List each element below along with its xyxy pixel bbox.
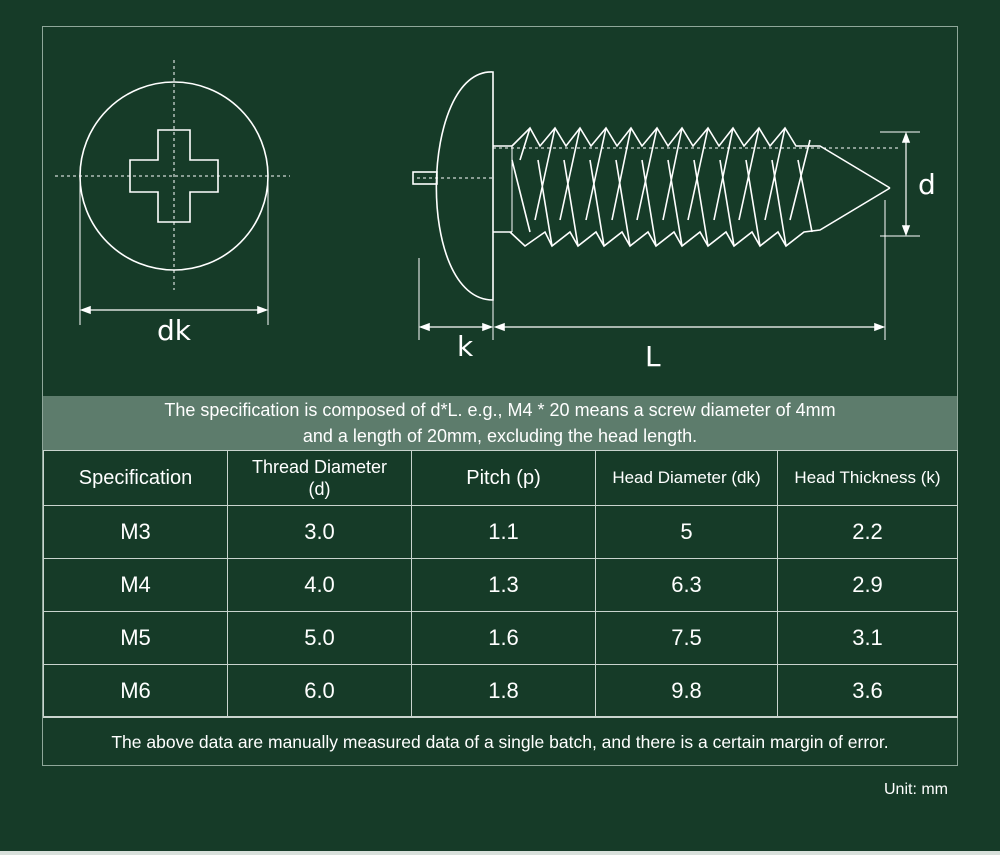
- table-row: M6 6.0 1.8 9.8 3.6: [43, 664, 958, 718]
- cell-head-thickness: 3.1: [777, 611, 958, 665]
- specification-note-line-1: The specification is composed of d*L. e.…: [164, 400, 836, 420]
- diameter-label: d: [918, 168, 936, 201]
- content-frame: [42, 26, 958, 766]
- cell-head-thickness: 3.6: [777, 664, 958, 718]
- cell-thread-diameter: 3.0: [227, 505, 412, 559]
- cell-specification: M4: [43, 558, 228, 612]
- table-row: M3 3.0 1.1 5 2.2: [43, 505, 958, 559]
- screw-spec-table: Specification Thread Diameter(d) Pitch (…: [43, 450, 958, 718]
- cell-specification: M5: [43, 611, 228, 665]
- cell-thread-diameter: 4.0: [227, 558, 412, 612]
- head-thickness-label: k: [457, 330, 474, 363]
- cell-pitch: 1.1: [411, 505, 596, 559]
- specification-note-line-2: and a length of 20mm, excluding the head…: [302, 426, 698, 446]
- cell-thread-diameter: 6.0: [227, 664, 412, 718]
- unit-label: Unit: mm: [884, 781, 948, 798]
- table-row: M4 4.0 1.3 6.3 2.9: [43, 558, 958, 612]
- table-header-row: Specification Thread Diameter(d) Pitch (…: [43, 450, 958, 506]
- cell-pitch: 1.8: [411, 664, 596, 718]
- cell-head-diameter: 9.8: [595, 664, 778, 718]
- specification-note: The specification is composed of d*L. e.…: [43, 396, 957, 450]
- cell-head-thickness: 2.9: [777, 558, 958, 612]
- cell-pitch: 1.6: [411, 611, 596, 665]
- header-pitch: Pitch (p): [411, 450, 596, 506]
- phillips-cross-icon: [129, 129, 219, 223]
- cell-head-thickness: 2.2: [777, 505, 958, 559]
- cell-pitch: 1.3: [411, 558, 596, 612]
- table-row: M5 5.0 1.6 7.5 3.1: [43, 611, 958, 665]
- length-label: L: [645, 340, 661, 373]
- header-head-diameter: Head Diameter (dk): [595, 450, 778, 506]
- header-head-thickness: Head Thickness (k): [777, 450, 958, 506]
- screw-technical-drawing: [55, 60, 920, 340]
- header-thread-diameter: Thread Diameter(d): [227, 450, 412, 506]
- bottom-divider: [0, 851, 1000, 855]
- cell-head-diameter: 6.3: [595, 558, 778, 612]
- header-specification: Specification: [43, 450, 228, 506]
- cell-thread-diameter: 5.0: [227, 611, 412, 665]
- cell-head-diameter: 7.5: [595, 611, 778, 665]
- screw-side-view: [412, 71, 920, 340]
- measurement-footnote: The above data are manually measured dat…: [43, 716, 957, 766]
- head-diameter-label: dk: [157, 314, 191, 347]
- screw-head-top-view: [55, 60, 290, 325]
- cell-specification: M6: [43, 664, 228, 718]
- cell-specification: M3: [43, 505, 228, 559]
- cell-head-diameter: 5: [595, 505, 778, 559]
